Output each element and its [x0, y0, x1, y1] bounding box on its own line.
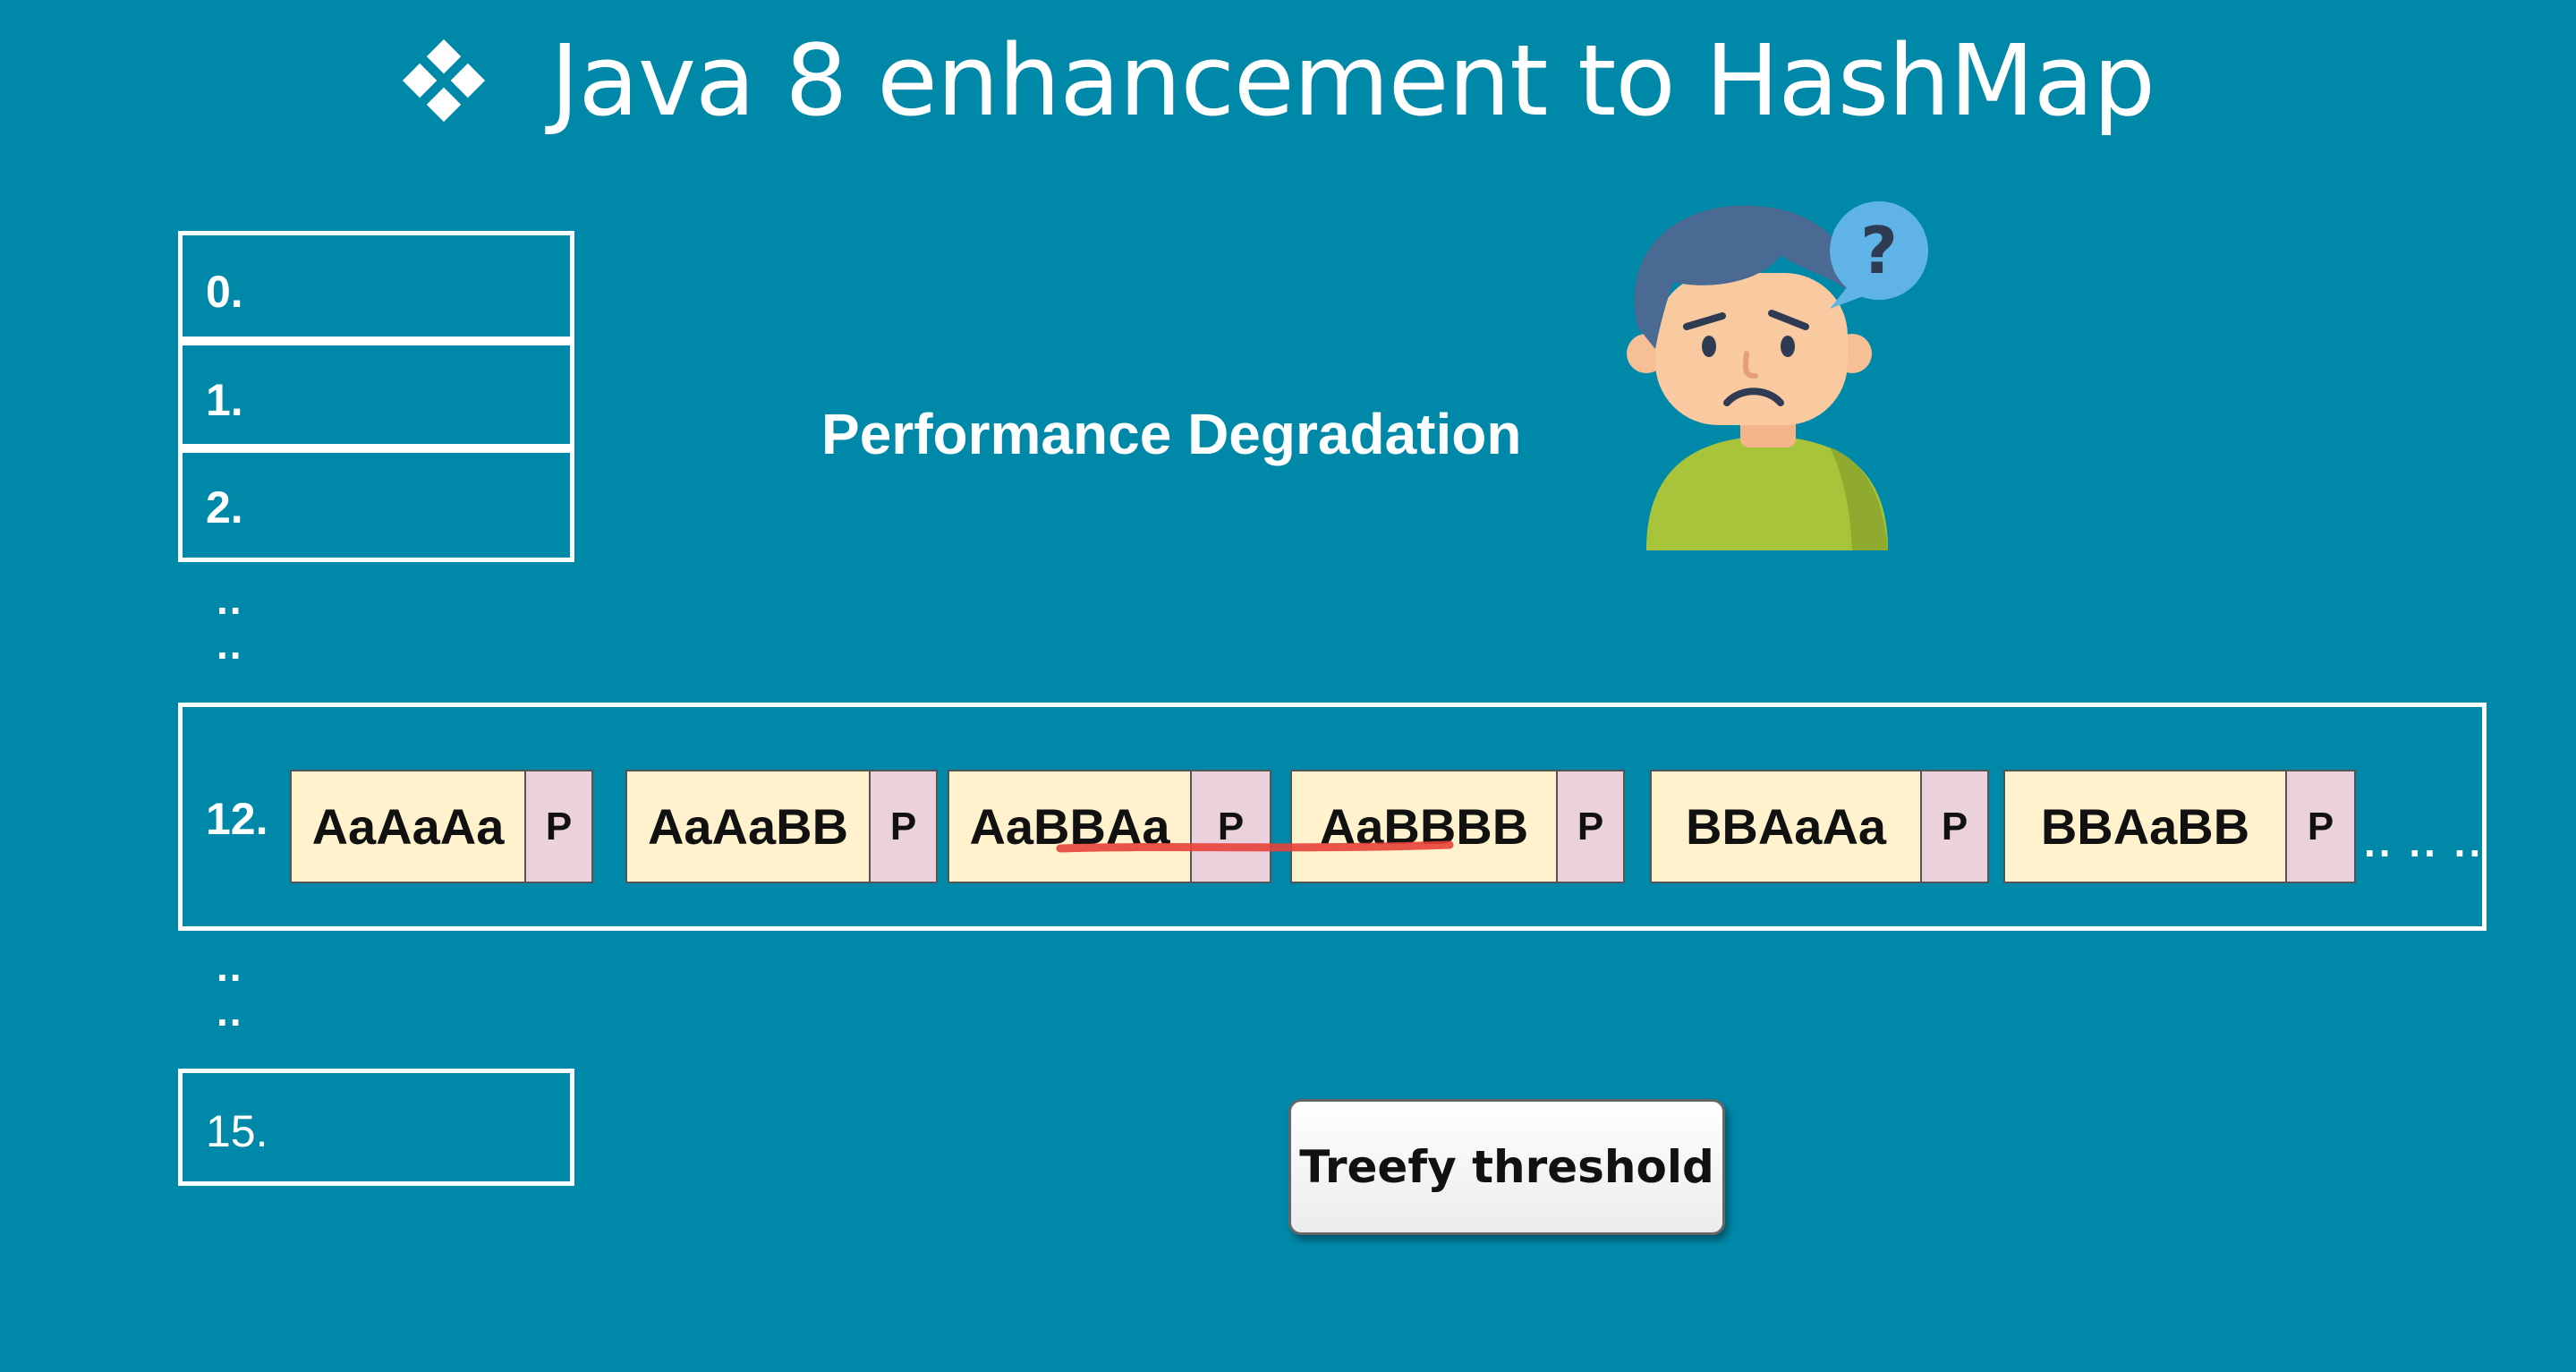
ellipsis: ..	[217, 988, 243, 1035]
highlight-stroke	[1056, 840, 1454, 853]
node-pointer: P	[2287, 771, 2354, 882]
bucket-0: 0.	[178, 231, 574, 341]
node-pointer: P	[1922, 771, 1987, 882]
ellipsis: ..	[217, 621, 243, 668]
chain-node: AaAaBB P	[625, 770, 938, 883]
node-pointer: P	[1192, 771, 1270, 882]
performance-degradation-label: Performance Degradation	[821, 402, 1522, 466]
node-key: AaBBBB	[1292, 771, 1558, 882]
treefy-threshold-button[interactable]: Treefy threshold	[1288, 1099, 1725, 1235]
chain-node: AaBBBB P	[1290, 770, 1625, 883]
bucket-2: 2.	[178, 448, 574, 562]
node-pointer: P	[871, 771, 936, 882]
node-pointer: P	[1558, 771, 1623, 882]
ellipsis: ..	[217, 576, 243, 623]
bucket-1: 1.	[178, 341, 574, 448]
chain-node: BBAaBB P	[2003, 770, 2356, 883]
question-mark: ?	[1860, 213, 1898, 288]
confused-person-icon: ?	[1627, 201, 1928, 550]
ellipsis: ..	[217, 943, 243, 990]
bucket-index: 1.	[206, 375, 243, 425]
chain-node: AaBBAa P	[948, 770, 1271, 883]
slide-title: Java 8 enhancement to HashMap	[550, 23, 2155, 138]
bucket-12-chain	[178, 703, 2487, 931]
bucket-index: 15.	[206, 1106, 268, 1156]
node-key: AaAaBB	[627, 771, 871, 882]
diamond-bullet-icon	[402, 38, 486, 123]
node-key: AaBBAa	[949, 771, 1192, 882]
bucket-15: 15.	[178, 1069, 574, 1186]
chain-node: BBAaAa P	[1650, 770, 1989, 883]
node-pointer: P	[526, 771, 591, 882]
chain-continuation: .. .. ..	[2364, 819, 2485, 865]
bucket-index: 12.	[206, 794, 268, 844]
bucket-index: 0.	[206, 267, 243, 317]
node-key: AaAaAa	[292, 771, 526, 882]
bucket-index: 2.	[206, 482, 243, 533]
node-key: BBAaAa	[1652, 771, 1922, 882]
node-key: BBAaBB	[2005, 771, 2287, 882]
chain-node: AaAaAa P	[290, 770, 593, 883]
